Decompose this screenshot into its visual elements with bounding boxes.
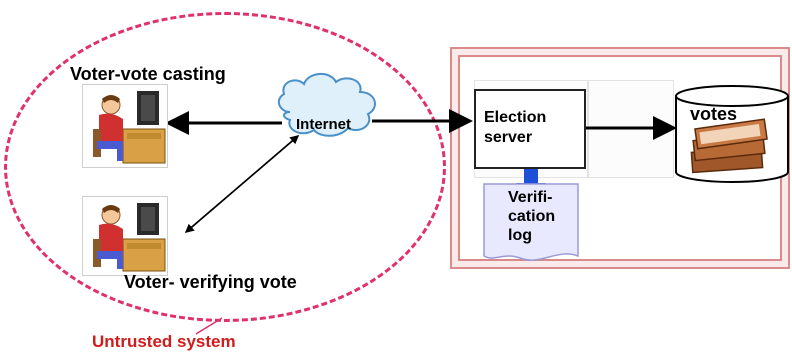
election-server-box <box>474 89 586 169</box>
person-at-computer-icon <box>93 203 166 272</box>
voter-casting-label: Voter-vote casting <box>70 64 226 84</box>
untrusted-system-label: Untrusted system <box>92 332 236 351</box>
voter-verifying-computer-icon <box>82 196 168 276</box>
internet-cloud-icon <box>277 73 376 137</box>
verification-log-document-icon <box>483 183 579 261</box>
voter-casting-computer-icon <box>82 84 168 168</box>
arrow-voter-verifying-to-internet <box>185 135 300 233</box>
untrusted-system-boundary <box>4 12 446 322</box>
server-label: Election server <box>484 108 546 148</box>
log-label-line3: log <box>508 227 532 244</box>
votes-label: votes <box>690 104 738 124</box>
ballot-stack-icon <box>690 118 768 174</box>
server-label-line1: Election <box>484 109 547 126</box>
server-label-line2: server <box>484 129 533 146</box>
voter-verifying-label: Voter- verifying vote <box>124 272 297 292</box>
log-label-line1: Verifi- <box>508 189 553 206</box>
internet-label: Internet <box>296 116 352 133</box>
verification-log-label: Verifi- cation log <box>508 188 555 245</box>
person-at-computer-icon <box>93 91 166 164</box>
log-label-line2: cation <box>508 208 556 225</box>
untrusted-label-pointer <box>195 317 223 335</box>
